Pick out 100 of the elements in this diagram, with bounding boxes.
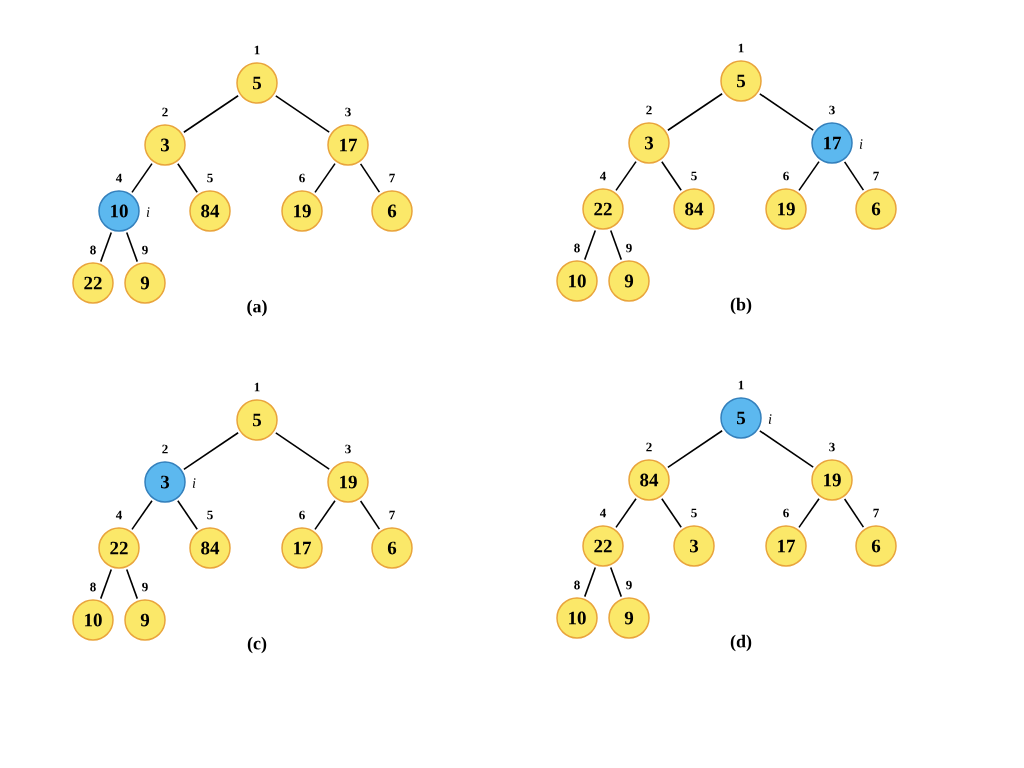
tree-edge <box>615 160 637 192</box>
heap-node: 84 <box>189 527 231 569</box>
tree-edge <box>798 160 820 192</box>
tree-edge <box>275 432 330 470</box>
heap-node: 10 <box>556 597 598 639</box>
heap-node: 84 <box>628 459 670 501</box>
heap-node: 19 <box>811 459 853 501</box>
heap-node: 22 <box>582 188 624 230</box>
tree-edge <box>583 229 597 261</box>
heap-node: 84 <box>673 188 715 230</box>
variable-label: i <box>859 139 863 149</box>
tree-edge <box>131 162 153 194</box>
position-number: 9 <box>626 580 632 590</box>
tree-edge <box>99 231 113 263</box>
heap-node: 10 <box>98 190 140 232</box>
tree-edge <box>183 431 239 471</box>
position-number: 9 <box>626 243 632 253</box>
variable-label: i <box>768 414 772 424</box>
tree-edge <box>359 500 381 530</box>
heap-node: 19 <box>281 190 323 232</box>
heap-node: 19 <box>765 188 807 230</box>
tree-edge <box>843 161 865 191</box>
tree-edge <box>661 161 682 191</box>
position-number: 9 <box>142 245 148 255</box>
position-number: 9 <box>142 582 148 592</box>
heap-node: 5 <box>236 62 278 104</box>
tree-edge <box>843 498 865 528</box>
tree-edge <box>177 163 198 193</box>
position-number: 2 <box>162 444 168 454</box>
heap-node: 9 <box>124 599 166 641</box>
variable-label: i <box>192 478 196 488</box>
tree-edge <box>314 499 336 531</box>
position-number: 6 <box>783 171 789 181</box>
heap-node: 19 <box>327 461 369 503</box>
tree-edge <box>609 229 623 261</box>
position-number: 4 <box>115 173 122 183</box>
tree-edge <box>359 163 381 193</box>
tree-edge <box>667 92 723 132</box>
tree-edge <box>609 566 623 598</box>
position-number: 3 <box>345 444 351 454</box>
tree-edge <box>99 568 113 600</box>
tree-edge <box>183 94 239 134</box>
position-number: 3 <box>829 442 835 452</box>
subfigure-caption: (d) <box>730 634 752 652</box>
tree-edge <box>661 498 682 528</box>
heap-node: 10 <box>72 599 114 641</box>
subfigure-caption: (a) <box>247 299 267 317</box>
heap-node: 9 <box>608 260 650 302</box>
tree-edge <box>798 497 820 529</box>
heap-node: 5 <box>236 399 278 441</box>
tree-edge <box>667 429 723 469</box>
position-number: 7 <box>873 171 879 181</box>
heap-node: 6 <box>371 190 413 232</box>
position-number: 3 <box>345 107 351 117</box>
heap-node: 3 <box>628 122 670 164</box>
heap-node: 22 <box>98 527 140 569</box>
tree-edge <box>275 95 330 133</box>
tree-edge <box>759 93 814 131</box>
position-number: 6 <box>783 508 789 518</box>
position-number: 3 <box>829 105 835 115</box>
heap-node: 9 <box>124 262 166 304</box>
tree-edge <box>583 566 597 598</box>
heap-node: 6 <box>855 525 897 567</box>
heap-node: 17 <box>765 525 807 567</box>
heap-node: 17 <box>327 124 369 166</box>
heap-node: 3 <box>144 461 186 503</box>
heap-node: 3 <box>673 525 715 567</box>
position-number: 5 <box>691 508 697 518</box>
heap-node: 10 <box>556 260 598 302</box>
position-number: 7 <box>389 173 395 183</box>
position-number: 2 <box>646 442 652 452</box>
position-number: 6 <box>299 510 305 520</box>
position-number: 2 <box>646 105 652 115</box>
tree-edge <box>131 499 153 531</box>
position-number: 8 <box>574 580 580 590</box>
heap-node: 5 <box>720 397 762 439</box>
heap-node: 17 <box>811 122 853 164</box>
position-number: 7 <box>873 508 879 518</box>
tree-edge <box>125 231 139 263</box>
position-number: 1 <box>254 45 260 55</box>
heap-node: 9 <box>608 597 650 639</box>
position-number: 5 <box>691 171 697 181</box>
position-number: 8 <box>90 245 96 255</box>
position-number: 7 <box>389 510 395 520</box>
heap-node: 6 <box>855 188 897 230</box>
position-number: 1 <box>738 380 744 390</box>
heap-node: 22 <box>582 525 624 567</box>
position-number: 6 <box>299 173 305 183</box>
position-number: 4 <box>599 508 606 518</box>
heap-node: 17 <box>281 527 323 569</box>
tree-edge <box>177 500 198 530</box>
position-number: 4 <box>115 510 122 520</box>
position-number: 2 <box>162 107 168 117</box>
subfigure-caption: (b) <box>730 297 752 315</box>
subfigure-caption: (c) <box>247 636 267 654</box>
heap-node: 5 <box>720 60 762 102</box>
variable-label: i <box>146 207 150 217</box>
heap-node: 22 <box>72 262 114 304</box>
position-number: 4 <box>599 171 606 181</box>
position-number: 5 <box>207 510 213 520</box>
